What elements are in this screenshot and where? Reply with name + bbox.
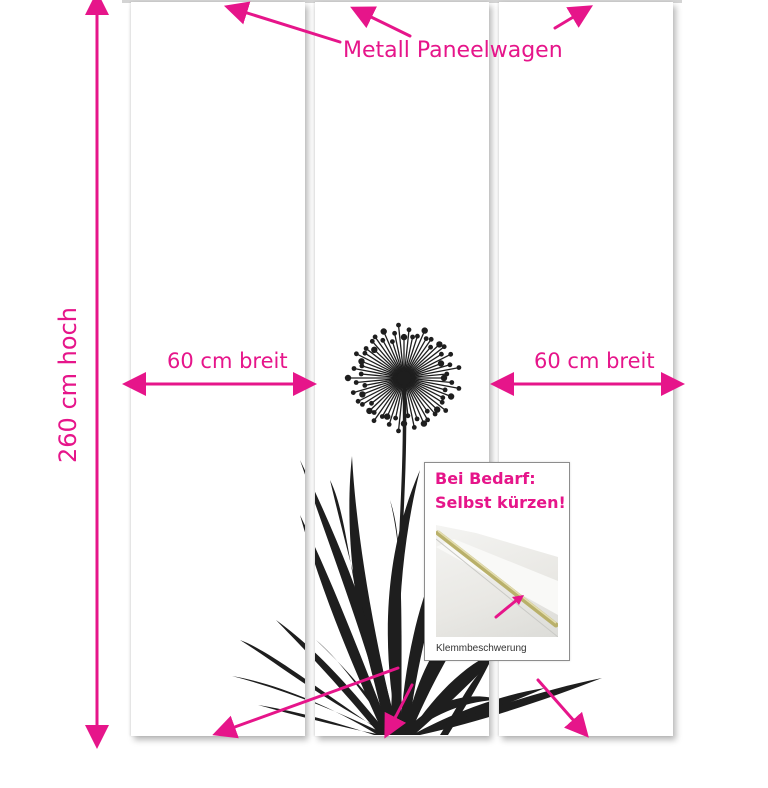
dandelion-head — [344, 322, 462, 434]
dandelion-core — [397, 371, 411, 385]
callout-line-1: Bei Bedarf: — [435, 469, 536, 488]
weight-arrow-left — [212, 666, 400, 739]
wagen-label: Metall Paneelwagen — [343, 38, 563, 63]
panel-left — [131, 2, 305, 736]
height-label: 260 cm hoch — [54, 307, 82, 463]
ceiling-rail — [122, 0, 682, 3]
weight-bar-photo — [436, 525, 558, 637]
weight-caption: Klemmbeschwerung — [436, 643, 527, 654]
shorten-callout: Bei Bedarf: Selbst kürzen! Klemmbeschwer… — [424, 462, 570, 661]
callout-line-2: Selbst kürzen! — [435, 493, 566, 512]
dimension-arrows — [85, 0, 685, 749]
weight-arrow-right — [536, 678, 589, 738]
width-label-right: 60 cm breit — [534, 349, 655, 373]
weight-bar-illustration — [436, 525, 558, 637]
wagen-arrow-middle — [350, 6, 412, 38]
width-label-left: 60 cm breit — [167, 349, 288, 373]
wagen-arrow-left — [223, 1, 342, 44]
weight-arrow-middle — [384, 683, 414, 739]
wagen-arrow-right — [553, 5, 594, 30]
